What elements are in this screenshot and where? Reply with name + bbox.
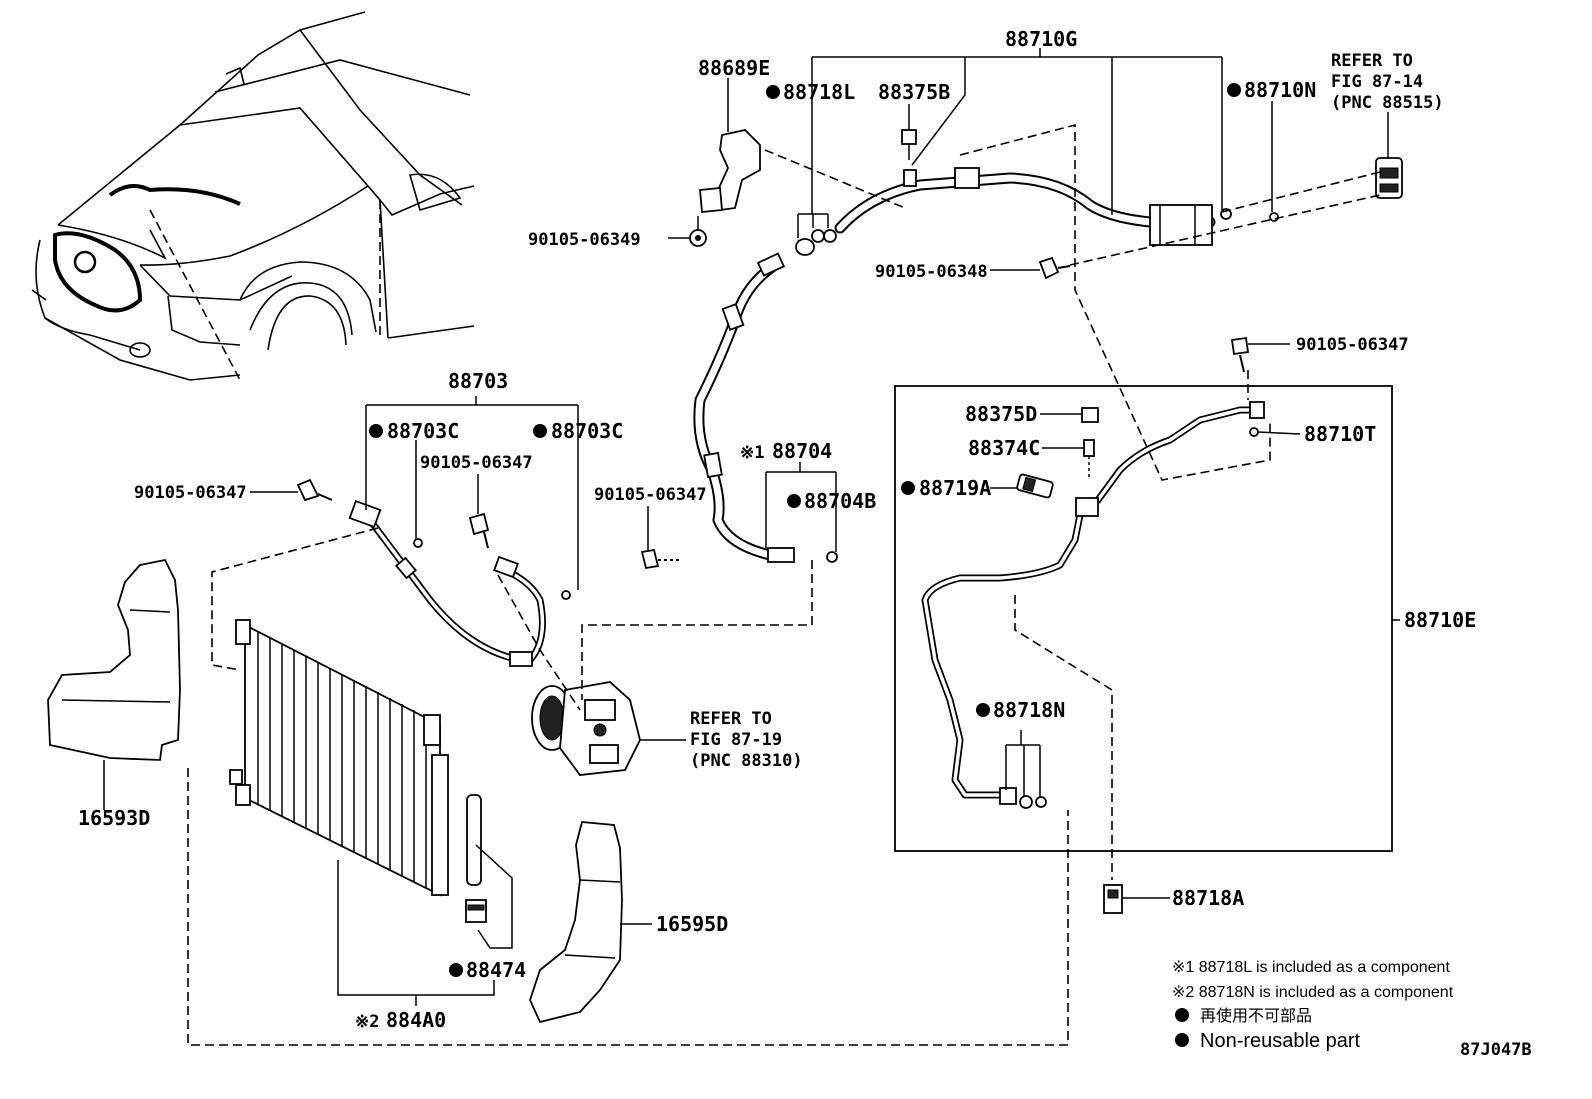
label-90105-06349: 90105-06349 <box>528 230 641 250</box>
bolt-90105-06347-mid <box>468 512 490 549</box>
label-88710g: 88710G <box>1005 27 1077 51</box>
label-refer-88515-line2: FIG 87-14 <box>1331 72 1423 92</box>
seal-16593d <box>47 558 181 761</box>
legend-dot-en <box>1175 1033 1189 1047</box>
pressure-switch-88719a <box>1016 473 1054 499</box>
label-88474: 88474 <box>466 958 526 982</box>
non-reusable-markers <box>369 83 1241 977</box>
label-88704b: 88704B <box>804 489 876 513</box>
label-refer-88310-line1: REFER TO <box>690 709 772 729</box>
label-refer-88310-line2: FIG 87-19 <box>690 730 782 750</box>
label-refer-88515-line3: (PNC 88515) <box>1331 93 1444 113</box>
dot-88719a <box>901 481 915 495</box>
liquid-line-88710e <box>921 401 1265 809</box>
bolt-90105-06348 <box>1038 256 1071 280</box>
condenser-fins <box>257 632 427 888</box>
dot-88718l <box>766 85 780 99</box>
label-88718n: 88718N <box>993 698 1065 722</box>
leader-lines <box>103 48 1400 1006</box>
label-refer-88310-line3: (PNC 88310) <box>690 751 803 771</box>
label-88718l: 88718L <box>783 80 855 104</box>
label-88375b: 88375B <box>878 80 950 104</box>
vehicle-illustration <box>31 11 475 381</box>
discharge-hose-88704 <box>693 252 838 563</box>
dot-88718n <box>976 703 990 717</box>
label-884a0-prefix: ※2 <box>355 1012 379 1032</box>
label-90105-06347-hose: 90105-06347 <box>594 485 707 505</box>
label-90105-06347-left: 90105-06347 <box>134 483 247 503</box>
label-90105-06347-right: 90105-06347 <box>1296 335 1409 355</box>
label-refer-88515-line1: REFER TO <box>1331 51 1413 71</box>
label-88703c-right: 88703C <box>551 419 623 443</box>
expansion-valve-88515 <box>1375 157 1403 199</box>
label-16593d: 16593D <box>78 806 150 830</box>
bolt-90105-06347-hose <box>640 548 680 570</box>
dot-88703c-left <box>369 424 383 438</box>
label-88710n: 88710N <box>1244 78 1316 102</box>
desiccant-88474 <box>465 794 487 923</box>
legend-non-reusable-en: Non-reusable part <box>1200 1030 1361 1052</box>
compressor-88310 <box>531 681 641 776</box>
bolt-90105-06347-right <box>1230 336 1250 373</box>
group-box-88710e <box>894 385 1393 852</box>
label-88689e: 88689E <box>698 56 770 80</box>
label-90105-06347-mid: 90105-06347 <box>420 453 533 473</box>
label-884a0: 884A0 <box>386 1008 446 1032</box>
dot-88704b <box>787 494 801 508</box>
assembly-dashed-lines <box>187 123 1381 1046</box>
suction-pipe-88710g <box>834 129 1216 246</box>
label-88703: 88703 <box>448 369 508 393</box>
note-88718l-component: ※1 88718L is included as a component <box>1172 959 1450 976</box>
label-88719a: 88719A <box>919 476 991 500</box>
notes-legend: ※1 88718L is included as a component ※2 … <box>1172 959 1532 1060</box>
valve-88718a <box>1103 884 1123 914</box>
label-90105-06348: 90105-06348 <box>875 262 988 282</box>
label-88704-prefix: ※1 <box>740 443 764 463</box>
seal-16595d <box>529 821 623 1024</box>
dot-88710n <box>1227 83 1241 97</box>
callout-labels: 88710G 88689E 88718L 88375B 88710N REFER… <box>78 27 1476 1032</box>
label-88718a: 88718A <box>1172 886 1244 910</box>
bolt-90105-06347-left <box>296 478 333 502</box>
dot-88703c-right <box>533 424 547 438</box>
note-88718n-component: ※2 88718N is included as a component <box>1172 984 1454 1001</box>
legend-dot-jp <box>1175 1008 1189 1022</box>
label-16595d: 16595D <box>656 912 728 936</box>
legend-non-reusable-jp: 再使用不可部品 <box>1200 1007 1312 1025</box>
cap-88375d <box>1081 407 1099 480</box>
liquid-line-88703 <box>348 499 571 667</box>
condenser-884a0 <box>229 619 449 897</box>
label-88375d: 88375D <box>965 402 1037 426</box>
dot-88474 <box>449 963 463 977</box>
label-88710e: 88710E <box>1404 608 1476 632</box>
label-88704: 88704 <box>772 439 832 463</box>
figure-id: 87J047B <box>1460 1040 1532 1060</box>
label-88710t: 88710T <box>1304 422 1376 446</box>
o-rings-88718l <box>795 208 1279 256</box>
label-88374c: 88374C <box>968 436 1040 460</box>
bracket-88689e <box>689 129 761 247</box>
label-88703c-left: 88703C <box>387 419 459 443</box>
